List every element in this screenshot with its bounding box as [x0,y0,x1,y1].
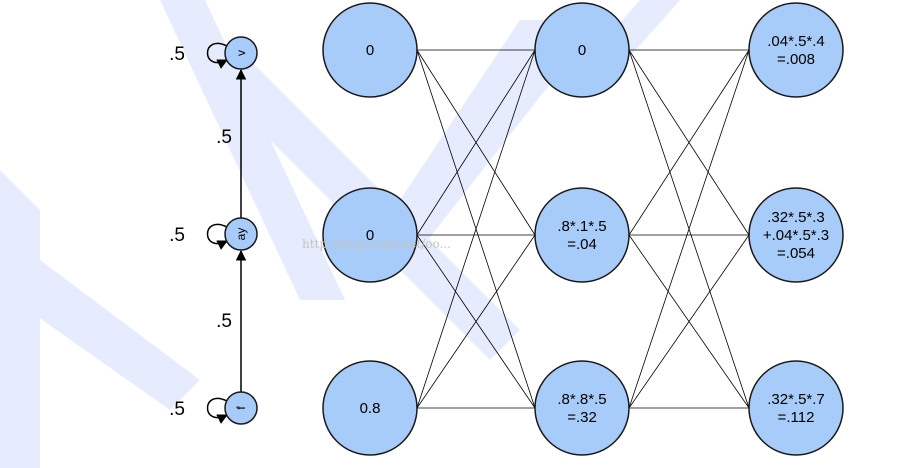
trellis-node: .8*.8*.5=.32 [534,360,630,456]
state-label: v [234,50,248,56]
trellis-node-circle [748,360,844,456]
trellis-node: 0 [322,187,418,283]
trellis-edge [416,234,536,409]
trellis-node-circle [534,360,630,456]
trellis-node: .32*.5*.7=.112 [748,360,844,456]
trellis-node: .04*.5*.4=.008 [748,2,844,98]
transition-probability: .5 [216,127,232,148]
trellis-node-value: .04*.5*.4 [767,33,825,50]
self-loop-probability: .5 [169,44,185,65]
trellis-node: .8*.1*.5=.04 [534,187,630,283]
self-loop-probability: .5 [169,399,185,420]
transition-probability: .5 [216,311,232,332]
trellis-edge [628,234,750,409]
trellis-node: 0 [534,2,630,98]
watermark-shape [0,230,200,410]
watermark-shape [0,170,40,468]
trellis-node-value: 0 [366,42,374,59]
trellis-node-value: +.04*.5*.3 [763,227,829,244]
trellis-node: .32*.5*.3+.04*.5*.3=.054 [748,187,844,283]
trellis-nodes: 000.80.8*.1*.5=.04.8*.8*.5=.32.04*.5*.4=… [322,2,844,456]
trellis-node-circle [748,2,844,98]
trellis-node-value: 0 [578,42,586,59]
watermark-shape [160,0,345,300]
trellis-node-circle [322,187,418,283]
trellis-node-value: 0 [366,227,374,244]
trellis-node-value: .8*.8*.5 [557,391,606,408]
self-loop-arrow [206,42,228,69]
trellis-node-value: =.32 [567,409,597,426]
trellis-node-value: 0.8 [360,400,381,417]
trellis-node-circle [534,2,630,98]
trellis-node-value: .32*.5*.3 [767,209,825,226]
trellis-edge [416,49,536,409]
state-label: ay [234,228,248,241]
trellis-node-value: =.04 [567,236,597,253]
self-loop-arrow [206,223,228,250]
trellis-edge [416,49,536,236]
trellis-edge [628,49,750,409]
trellis-node-value: =.008 [777,51,815,68]
state-node [224,36,258,70]
watermark-text: http://blog.csdn.net/oo... [302,237,451,251]
self-loop-probability: .5 [169,225,185,246]
trellis-edge [628,49,750,236]
trellis-node-value: .32*.5*.7 [767,391,825,408]
trellis-edges [416,49,750,409]
trellis-node-circle [534,187,630,283]
trellis-node: 0.8 [322,360,418,456]
trellis-node-circle [322,2,418,98]
trellis-node-value: =.054 [777,245,815,262]
self-loop-arrow [206,397,228,424]
state-node [224,391,258,425]
state-node [224,217,258,251]
trellis-node-circle [322,360,418,456]
trellis-node-value: =.112 [778,409,815,426]
trellis-node-value: .8*.1*.5 [557,218,606,235]
state-label: f [234,406,248,410]
trellis-node: 0 [322,2,418,98]
trellis-node-circle [748,187,844,283]
hmm-state-model: .5 .5 .5 v .5 ay .5 f [169,36,258,425]
